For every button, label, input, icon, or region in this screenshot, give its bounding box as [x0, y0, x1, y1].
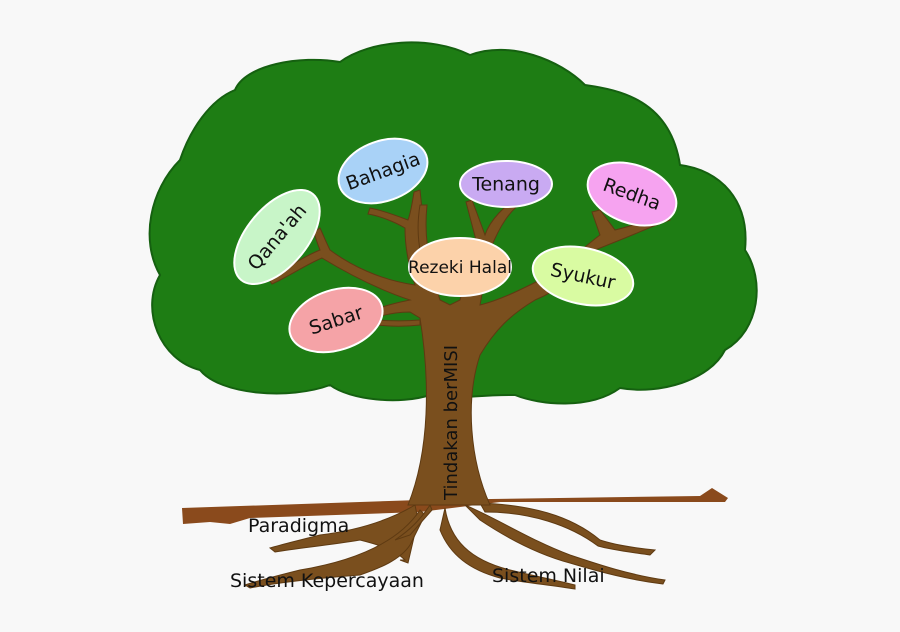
root-label-paradigma: Paradigma [248, 515, 349, 537]
leaf-tenang: Tenang [459, 160, 553, 208]
leaf-bahagia-bubble [337, 137, 429, 205]
root-label-sistem-kepercayaan: Sistem Kepercayaan [230, 570, 424, 592]
root-label-sistem-nilai: Sistem Nilai [492, 565, 605, 587]
leaf-syukur: Syukur [531, 245, 635, 307]
leaf-rezeki-halal-label: Rezeki Halal [408, 258, 512, 278]
roots [243, 502, 666, 590]
leaf-tenang-label: Tenang [471, 174, 540, 196]
leaf-sabar: Sabar [288, 286, 384, 354]
leaf-rezeki-halal: Rezeki Halal [408, 237, 512, 297]
leaf-tenang-bubble [459, 160, 553, 208]
leaf-redha-bubble [586, 161, 678, 227]
trunk-label: Tindakan berMISI [441, 345, 462, 501]
leaf-bahagia: Bahagia [337, 137, 429, 205]
leaf-sabar-bubble [288, 286, 384, 354]
leaf-redha: Redha [586, 161, 678, 227]
leaf-qanaah-bubble [233, 188, 321, 286]
leaf-syukur-bubble [531, 245, 635, 307]
leaf-qanaah: Qana'ah [233, 188, 321, 286]
leaf-rezeki-halal-bubble [408, 237, 512, 297]
ground-line [182, 488, 728, 524]
